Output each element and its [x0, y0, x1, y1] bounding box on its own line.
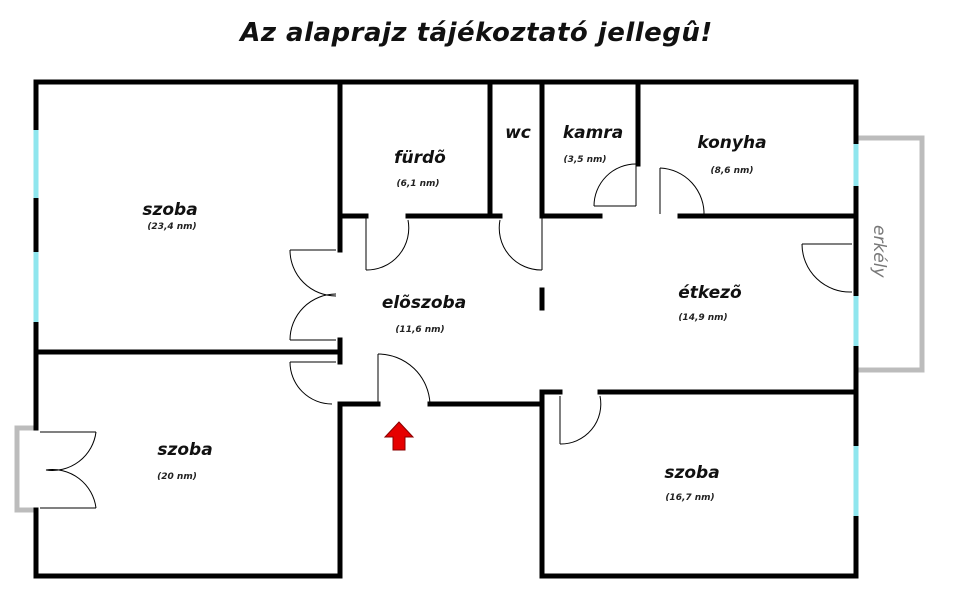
balcony-left	[14, 425, 36, 513]
room-name-szoba-2: szoba	[157, 440, 212, 460]
room-name-eloszoba: elõszoba	[382, 293, 466, 313]
room-name-konyha: konyha	[697, 133, 766, 153]
up-arrow-icon	[383, 421, 415, 451]
room-name-szoba-3: szoba	[664, 463, 719, 483]
balcony-label: erkély	[869, 225, 889, 278]
room-labels: szoba (23,4 nm) fürdõ (6,1 nm) wc kamra …	[142, 123, 889, 503]
plan-title: Az alaprajz tájékoztató jellegû!	[240, 18, 713, 48]
room-area-szoba-1: (23,4 nm)	[147, 222, 196, 232]
windows	[33, 130, 859, 516]
room-area-kamra: (3,5 nm)	[563, 155, 606, 165]
room-area-furdo: (6,1 nm)	[396, 179, 439, 189]
balcony-right	[857, 135, 925, 373]
room-name-kamra: kamra	[563, 123, 623, 143]
room-name-wc: wc	[505, 123, 531, 143]
room-name-szoba-1: szoba	[142, 200, 197, 220]
room-area-szoba-2: (20 nm)	[157, 472, 197, 482]
doors	[40, 163, 853, 509]
walls	[33, 79, 859, 579]
room-area-etkezo: (14,9 nm)	[678, 313, 727, 323]
room-name-etkezo: étkezõ	[678, 283, 742, 303]
room-area-eloszoba: (11,6 nm)	[395, 325, 444, 335]
room-area-konyha: (8,6 nm)	[710, 166, 753, 176]
room-name-furdo: fürdõ	[394, 148, 446, 168]
room-area-szoba-3: (16,7 nm)	[665, 493, 714, 503]
